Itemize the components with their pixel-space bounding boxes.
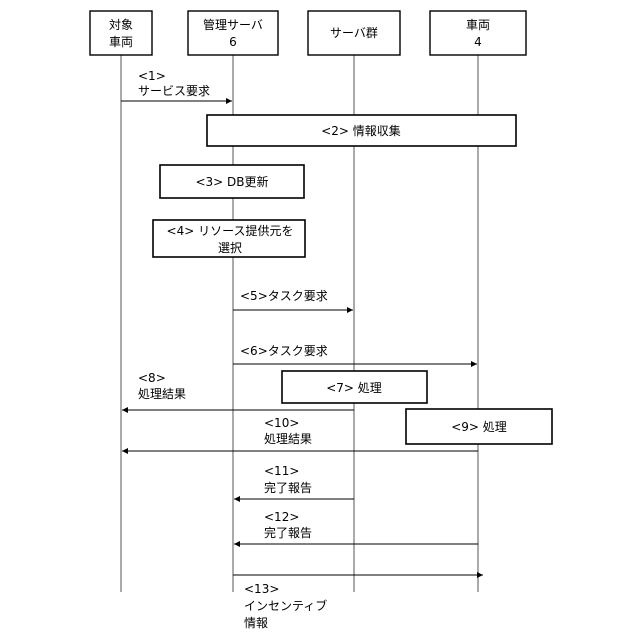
participant-vehicle-line2: 4 <box>474 35 482 49</box>
participant-target-line1: 対象 <box>109 18 133 32</box>
participant-server-line2: 6 <box>229 35 237 49</box>
participant-vehicle-line1: 車両 <box>466 18 490 32</box>
participant-target-line2: 車両 <box>109 35 133 49</box>
participant-server: 管理サーバ 6 <box>188 11 278 55</box>
step7-box: <7> 処理 <box>282 371 427 403</box>
step13-label-line1: インセンティブ <box>244 598 327 613</box>
participant-group-line1: サーバ群 <box>330 26 378 40</box>
step12-number: <12> <box>264 510 299 524</box>
participant-target: 対象 車両 <box>90 11 152 55</box>
participant-vehicle: 車両 4 <box>430 11 526 55</box>
step13-label-line2: 情報 <box>244 616 268 630</box>
step2-box: <2> 情報収集 <box>207 115 516 146</box>
step3-label: <3> DB更新 <box>195 174 268 189</box>
step10-number: <10> <box>264 416 299 430</box>
step9-label: <9> 処理 <box>451 420 507 434</box>
step8-number: <8> <box>138 371 166 385</box>
step11-number: <11> <box>264 464 299 478</box>
step7-label: <7> 処理 <box>326 381 382 395</box>
step13-number: <13> <box>244 582 279 596</box>
step9-box: <9> 処理 <box>406 409 552 444</box>
participant-server-line1: 管理サーバ <box>203 17 263 32</box>
step3-box: <3> DB更新 <box>160 165 304 198</box>
step4-box: <4> リソース提供元を 選択 <box>153 220 305 257</box>
step6-label: <6>タスク要求 <box>240 344 328 358</box>
step2-label: <2> 情報収集 <box>321 123 401 138</box>
step12-label: 完了報告 <box>264 525 312 540</box>
step1-number: <1> <box>138 69 166 83</box>
step4-label-line2: 選択 <box>218 241 242 255</box>
step10-label: 処理結果 <box>264 432 312 446</box>
participant-group: サーバ群 <box>308 11 400 55</box>
step8-label: 処理結果 <box>138 387 186 401</box>
step11-label: 完了報告 <box>264 480 312 495</box>
step1-label: サービス要求 <box>138 84 210 98</box>
step5-label: <5>タスク要求 <box>240 289 328 303</box>
step4-label-line1: <4> リソース提供元を <box>167 223 294 238</box>
